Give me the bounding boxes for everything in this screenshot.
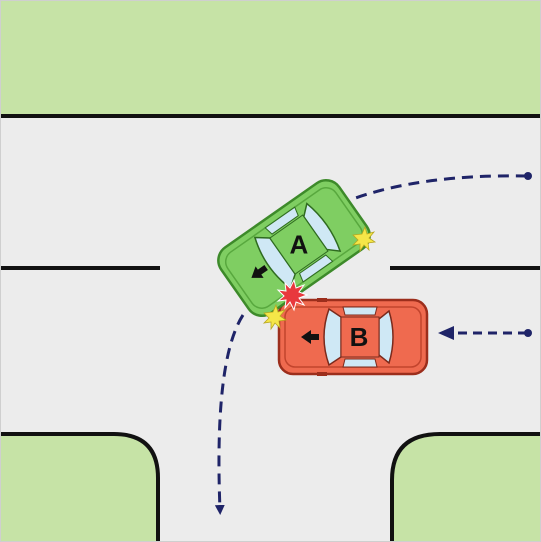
curb-bottom-right — [390, 432, 541, 542]
path-a — [214, 172, 532, 515]
grass-top — [0, 0, 541, 116]
car-a-windshield — [253, 236, 296, 290]
collision-star-icon — [276, 278, 309, 312]
car-b-side-window-top — [342, 306, 378, 316]
path-b — [438, 326, 532, 340]
grass-bottom-left — [0, 434, 158, 542]
car-a-rear-window — [303, 202, 342, 252]
car-a-side-window-top — [264, 206, 299, 235]
headlight-glow-icon — [262, 225, 377, 331]
car-a-side-window-bottom — [298, 254, 334, 283]
car-a: A — [217, 178, 371, 318]
grass-bottom-right — [392, 434, 541, 542]
path-b-arrowhead — [438, 326, 454, 340]
car-a-direction-arrow — [251, 265, 268, 278]
path-b-start-dot — [524, 329, 532, 337]
path-a-start-dot — [524, 172, 532, 180]
car-b-rear-window — [378, 309, 394, 365]
car-b-side-window-bottom — [342, 358, 378, 368]
car-b: B — [277, 298, 429, 376]
car-b-direction-arrow — [301, 330, 319, 344]
car-b-label: B — [350, 322, 369, 352]
car-a-label: A — [290, 230, 309, 260]
car-b-windshield — [323, 307, 342, 367]
curb-bottom-left — [0, 432, 160, 542]
